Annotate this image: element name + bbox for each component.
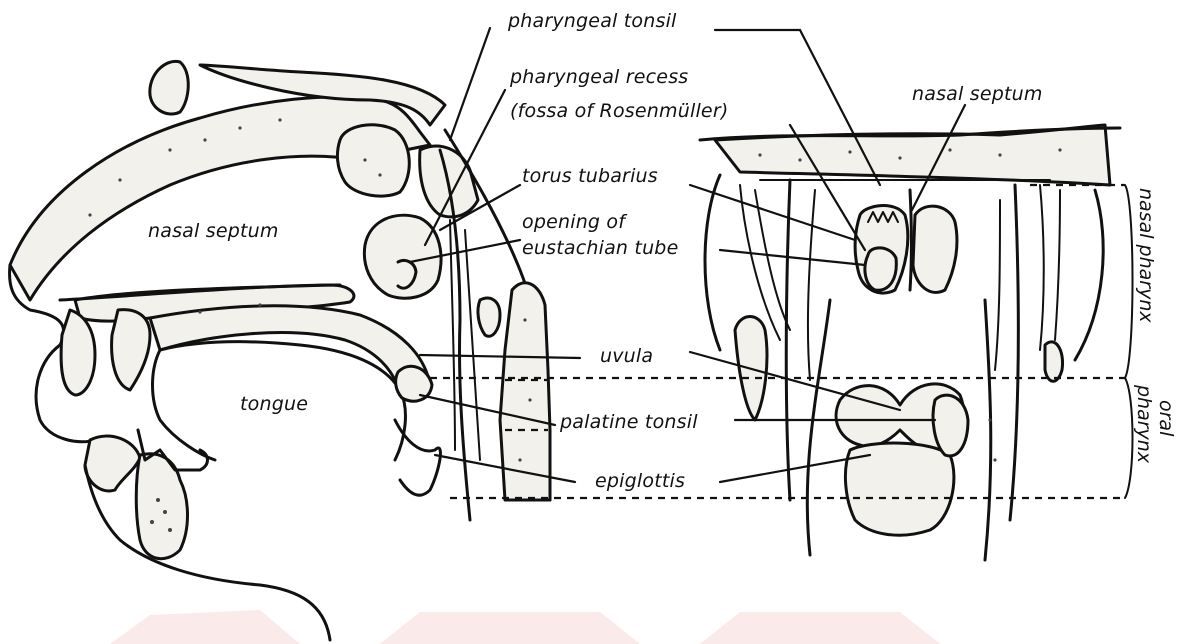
right-lateral-bulge [1045,342,1063,381]
vertebra-1 [478,298,500,336]
choana-right [913,206,957,292]
region-bracket [1125,185,1133,498]
soft-palate [150,306,430,401]
left-outer-wall [705,175,720,350]
upper-incisor [112,310,150,390]
label-pharyngeal-tonsil: pharyngeal tonsil [507,10,677,32]
strand-right-long [985,300,991,560]
muscle-right-3 [995,200,1000,370]
leader-eustachian-right [720,250,865,265]
label-torus-tubarius: torus tubarius [522,165,658,187]
epiglottis-shape [395,420,440,495]
skull-base-band [715,125,1110,185]
leader-uvula-left [420,355,580,358]
label-tongue: tongue [240,393,308,415]
label-fossa: (fossa of Rosenmüller) [510,100,728,122]
sphenoid-sinus [337,125,409,196]
muscle-right-1 [1040,185,1044,350]
tongue-underside [153,350,216,460]
septum-line [910,190,912,290]
palatine-tonsil-right-view [933,395,968,456]
upper-lip [61,310,95,395]
posterior-view-drawing [700,125,1120,560]
label-palatine-tonsil: palatine tonsil [559,411,698,433]
vertebral-column [500,283,550,500]
torus-tubarius-shape [364,215,441,298]
label-epiglottis: epiglottis [595,470,685,492]
leader-uvula-right [690,352,900,410]
label-nasal-septum-left: nasal septum [148,220,279,242]
nasal-bone-bump [150,61,188,114]
inner-wall-right [1010,185,1018,520]
inner-wall-left [786,180,790,500]
watermark [110,610,940,644]
pharynx-line-2 [465,230,480,460]
label-nasal-pharynx: nasal pharynx [1135,188,1157,323]
muscle-right-2 [1055,190,1060,340]
label-eustachian-tube: eustachian tube [522,237,678,259]
label-nasal-septum-right: nasal septum [912,83,1043,105]
sagittal-section-drawing [10,61,550,640]
right-outer-wall [1075,190,1103,360]
label-uvula: uvula [600,345,653,367]
label-pharyngeal-recess: pharyngeal recess [509,66,688,88]
muscle-left-3 [808,190,815,380]
strand-left-long [807,300,830,555]
label-pharynx: pharynx [1133,384,1155,464]
lower-lip [85,436,140,491]
muscle-left-2 [755,190,790,330]
label-opening-of: opening of [522,211,628,233]
label-oral: oral [1155,400,1177,437]
